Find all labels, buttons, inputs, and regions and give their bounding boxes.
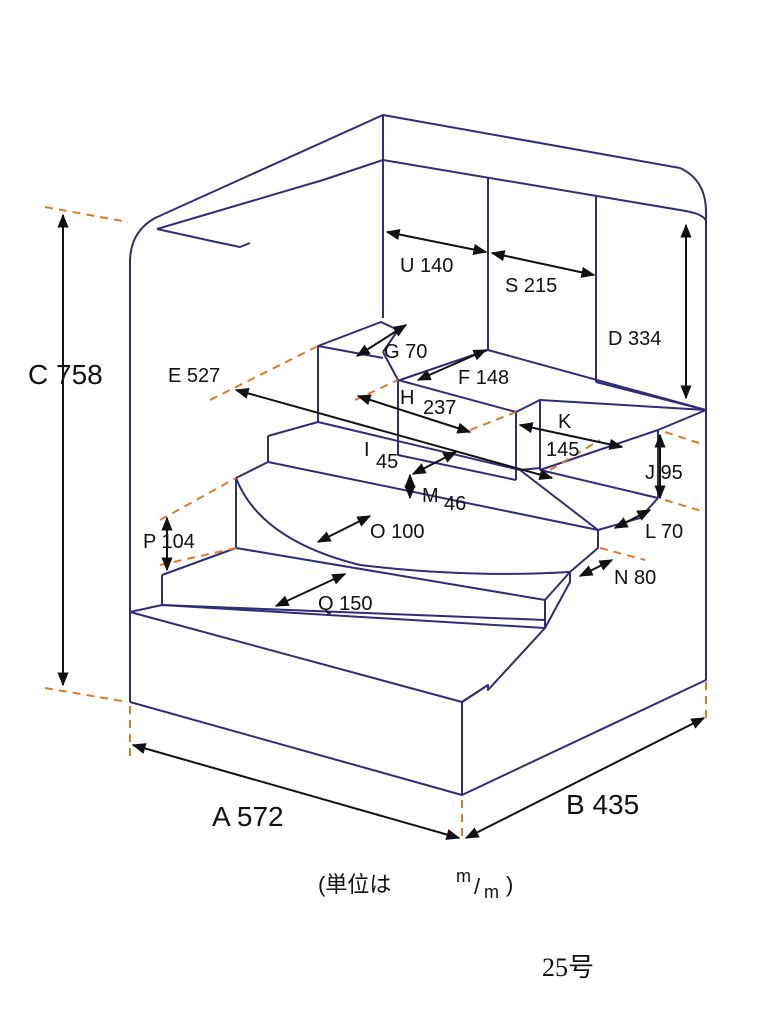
label-E: E 527 [168,365,220,387]
label-O: O 100 [370,521,424,543]
arrow-Q [274,573,347,607]
label-H-letter: H [400,387,414,409]
dimension-arrows [57,213,706,840]
arrow-B [464,717,706,839]
label-F: F 148 [458,367,509,389]
arrow-F [416,349,488,381]
label-B: B 435 [566,789,639,820]
label-Q: Q 150 [318,593,372,615]
arrow-A [131,743,461,840]
label-S: S 215 [505,275,557,297]
arrow-E [234,387,554,481]
label-I-value: 45 [376,451,398,473]
arrow-G [355,324,408,357]
box-outline [129,114,707,796]
label-K-letter: K [558,411,572,433]
arrow-S [490,250,596,278]
unit-suffix: ) [506,872,513,897]
label-D: D 334 [608,328,661,350]
arrow-K [518,422,624,450]
label-H-value: 237 [423,397,456,419]
unit-prefix: (単位は [318,872,391,897]
unit-slash: / [474,874,481,899]
label-U: U 140 [400,255,453,277]
label-I-letter: I [364,439,370,461]
label-P: P 104 [143,531,195,553]
arrow-N [578,559,614,577]
caption: 25号 [542,953,594,982]
label-K-value: 145 [546,439,579,461]
label-M-value: 46 [444,493,466,515]
unit-m-top: m [456,866,471,886]
unit-m-bottom: m [484,882,499,902]
arrow-I [411,451,458,475]
label-L: L 70 [645,521,683,543]
label-A: A 572 [212,801,284,832]
arrow-O [316,515,372,543]
arrow-U [385,229,488,255]
unit-note: (単位は m / m ) [318,866,513,902]
label-J: J 95 [645,462,683,484]
label-M-letter: M [422,485,439,507]
label-C: C 758 [28,359,103,390]
arrow-L [613,509,652,529]
label-G: G 70 [384,341,427,363]
label-N: N 80 [614,567,656,589]
